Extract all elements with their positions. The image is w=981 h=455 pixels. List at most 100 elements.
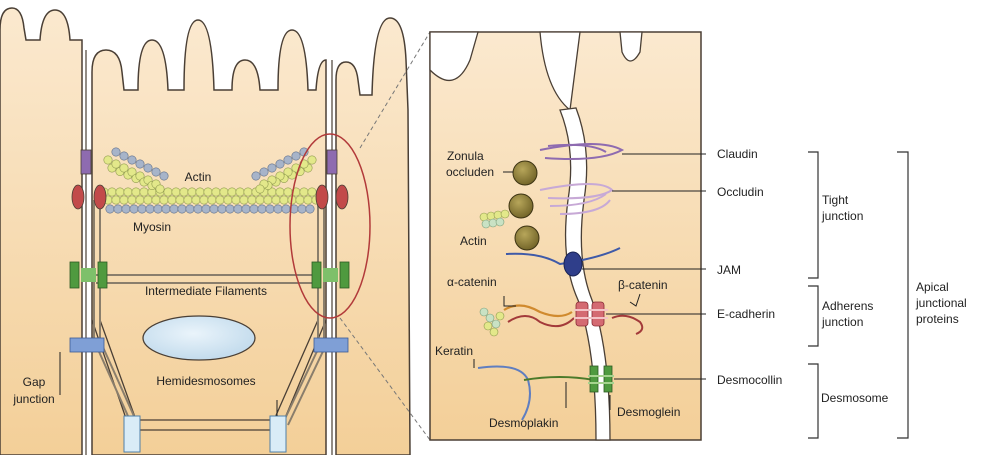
zo-protein-2 xyxy=(509,194,533,218)
label-adherens-1: Adherens xyxy=(822,299,873,313)
nucleus xyxy=(143,316,255,360)
actin-bead xyxy=(298,205,306,213)
actin-bead xyxy=(162,205,170,213)
actin-bead xyxy=(188,188,196,196)
label-apical-3: proteins xyxy=(916,312,959,326)
actin-bead xyxy=(168,196,176,204)
jam-protein xyxy=(564,252,582,276)
actin-bead xyxy=(170,205,178,213)
label-desmosome: Desmosome xyxy=(821,391,889,405)
actin-bead xyxy=(212,188,220,196)
hemidesmosome-right xyxy=(270,416,286,452)
label-desmoglein: Desmoglein xyxy=(617,405,680,419)
actin-bead xyxy=(208,196,216,204)
actin-bead xyxy=(204,188,212,196)
actin-bead xyxy=(112,160,120,168)
actin-bead xyxy=(152,196,160,204)
actin-bead xyxy=(116,188,124,196)
gap-junction-left xyxy=(70,338,104,352)
adherens-plaque-right-2 xyxy=(336,185,348,209)
actin-bead xyxy=(200,196,208,204)
label-actin: Actin xyxy=(185,170,212,184)
actin-bead xyxy=(176,196,184,204)
hemidesmosome-left xyxy=(124,416,140,452)
right-cell xyxy=(336,18,410,455)
actin-bead xyxy=(282,205,290,213)
actin-bead xyxy=(136,196,144,204)
protein-labels: Claudin Occludin JAM E-cadherin Desmocol… xyxy=(717,147,782,387)
actin-bead xyxy=(164,188,172,196)
actin-bead xyxy=(160,172,168,180)
tight-junction-plaque-right xyxy=(327,150,337,174)
label-zonula-1: Zonula xyxy=(447,149,484,163)
label-jam: JAM xyxy=(717,263,741,277)
adherens-plaque-left xyxy=(72,185,84,209)
label-occludin: Occludin xyxy=(717,185,764,199)
label-claudin: Claudin xyxy=(717,147,758,161)
actin-bead xyxy=(136,160,144,168)
actin-bead xyxy=(236,188,244,196)
actin-bead xyxy=(122,205,130,213)
actin-bead xyxy=(292,152,300,160)
label-apical-1: Apical xyxy=(916,280,949,294)
label-desmoplakin: Desmoplakin xyxy=(489,416,558,430)
actin-bead xyxy=(108,188,116,196)
actin-bead xyxy=(284,188,292,196)
actin-bead xyxy=(128,196,136,204)
actin-bead xyxy=(252,172,260,180)
actin-bead xyxy=(274,205,282,213)
actin-bead xyxy=(268,164,276,172)
left-cell-panel: Actin Myosin Intermediate Filaments Hemi… xyxy=(0,8,430,455)
actin-bead xyxy=(192,196,200,204)
label-alpha-catenin: α-catenin xyxy=(447,275,497,289)
actin-bead xyxy=(152,168,160,176)
actin-bead xyxy=(284,156,292,164)
group-labels: Tight junction Adherens junction Desmoso… xyxy=(821,193,967,405)
actin-bead xyxy=(112,148,120,156)
actin-bead xyxy=(276,188,284,196)
actin-bead xyxy=(144,196,152,204)
actin-bead xyxy=(300,188,308,196)
actin-bead xyxy=(256,185,264,193)
actin-bead xyxy=(308,188,316,196)
tight-junction-plaque-left xyxy=(81,150,91,174)
actin-bead xyxy=(306,205,314,213)
actin-bead xyxy=(224,196,232,204)
label-adherens-2: junction xyxy=(821,315,863,329)
label-keratin: Keratin xyxy=(435,344,473,358)
actin-bead xyxy=(140,188,148,196)
actin-bead xyxy=(128,156,136,164)
adherens-plaque-left-2 xyxy=(94,185,106,209)
label-desmocollin: Desmocollin xyxy=(717,373,782,387)
label-e-cadherin: E-cadherin xyxy=(717,307,775,321)
label-hemidesmosomes: Hemidesmosomes xyxy=(156,374,255,388)
desmosome-right xyxy=(312,262,349,288)
actin-bead xyxy=(104,156,112,164)
actin-bead xyxy=(120,196,128,204)
actin-bead xyxy=(220,188,228,196)
actin-bead xyxy=(194,205,202,213)
actin-bead xyxy=(244,188,252,196)
label-intermediate-filaments: Intermediate Filaments xyxy=(145,284,267,298)
label-apical-2: junctional xyxy=(915,296,967,310)
actin-bead xyxy=(308,156,316,164)
actin-bead xyxy=(232,196,240,204)
actin-bead xyxy=(146,205,154,213)
actin-bead xyxy=(130,205,138,213)
label-tight-2: junction xyxy=(821,209,863,223)
actin-bead xyxy=(154,205,162,213)
actin-bead xyxy=(156,185,164,193)
label-zonula-2: occluden xyxy=(446,165,494,179)
label-myosin: Myosin xyxy=(133,220,171,234)
label-tight-1: Tight xyxy=(822,193,849,207)
actin-bead xyxy=(180,188,188,196)
actin-bead xyxy=(218,205,226,213)
actin-bead xyxy=(234,205,242,213)
actin-bead xyxy=(280,196,288,204)
actin-bead xyxy=(272,196,280,204)
label-actin-zoom: Actin xyxy=(460,234,487,248)
actin-bead xyxy=(178,205,186,213)
actin-bead xyxy=(260,168,268,176)
zo-protein-1 xyxy=(513,161,537,185)
